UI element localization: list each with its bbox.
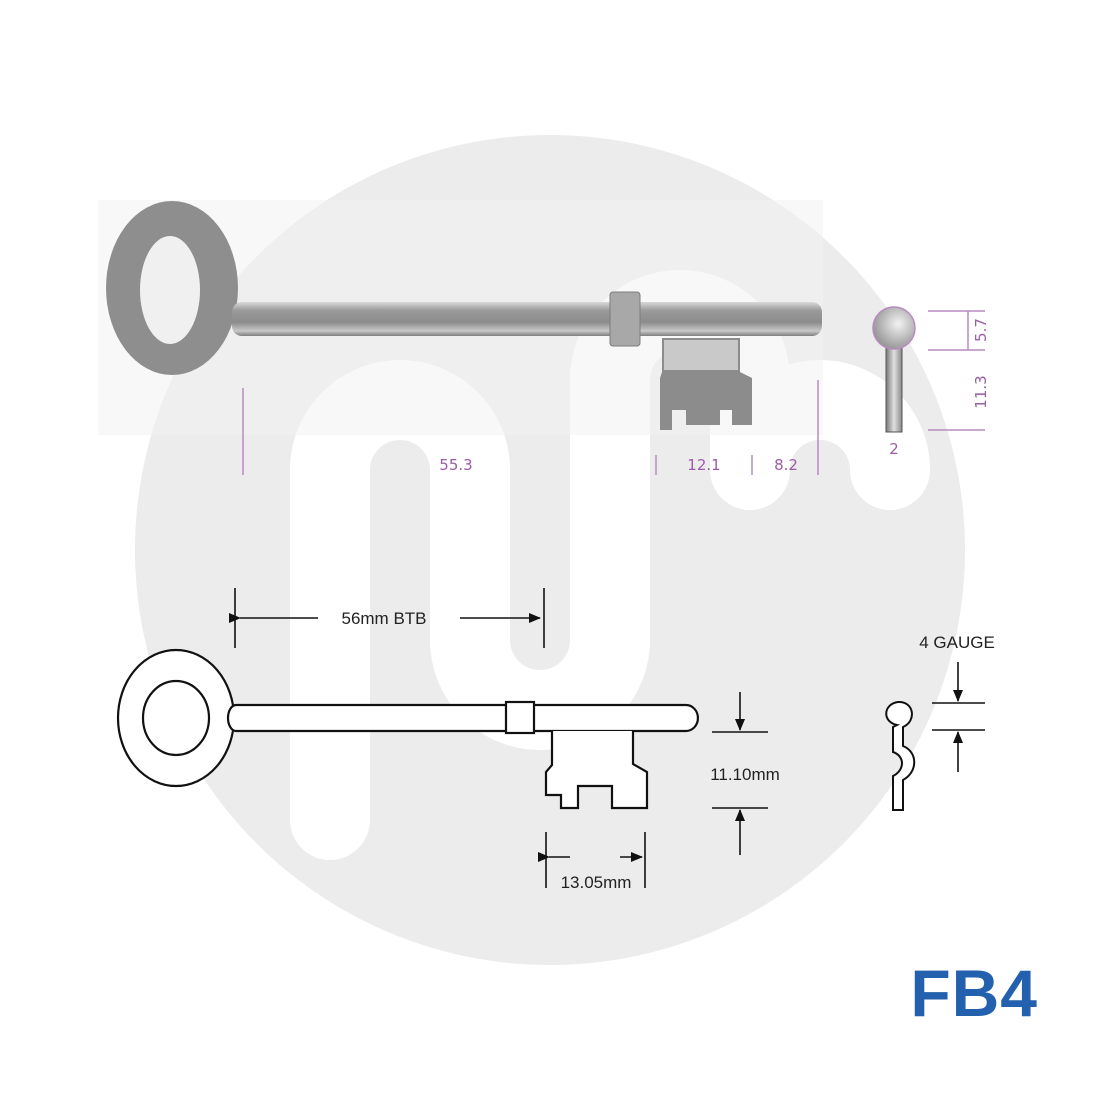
- dim-bit-width: 12.1: [687, 456, 720, 474]
- dim-bit-height: 11.3: [972, 375, 990, 408]
- bit-height-label: 11.10mm: [710, 765, 780, 784]
- drawing-dimension-lines: [229, 588, 985, 888]
- dim-head-diameter: 5.7: [972, 318, 990, 342]
- dim-shank-length: 55.3: [439, 456, 472, 474]
- gauge-profile: [885, 700, 916, 811]
- key-end-view: [872, 306, 916, 433]
- photo-dimension-lines: [242, 310, 985, 475]
- dim-tip-length: 8.2: [774, 456, 798, 474]
- product-code: FB4: [910, 956, 1038, 1030]
- btb-label: 56mm BTB: [341, 609, 426, 628]
- bit-width-label: 13.05mm: [561, 873, 632, 892]
- dim-thickness: 2: [889, 440, 899, 458]
- key-photo: [98, 200, 823, 435]
- gauge-label: 4 GAUGE: [919, 633, 995, 652]
- key-line-drawing: [116, 648, 700, 810]
